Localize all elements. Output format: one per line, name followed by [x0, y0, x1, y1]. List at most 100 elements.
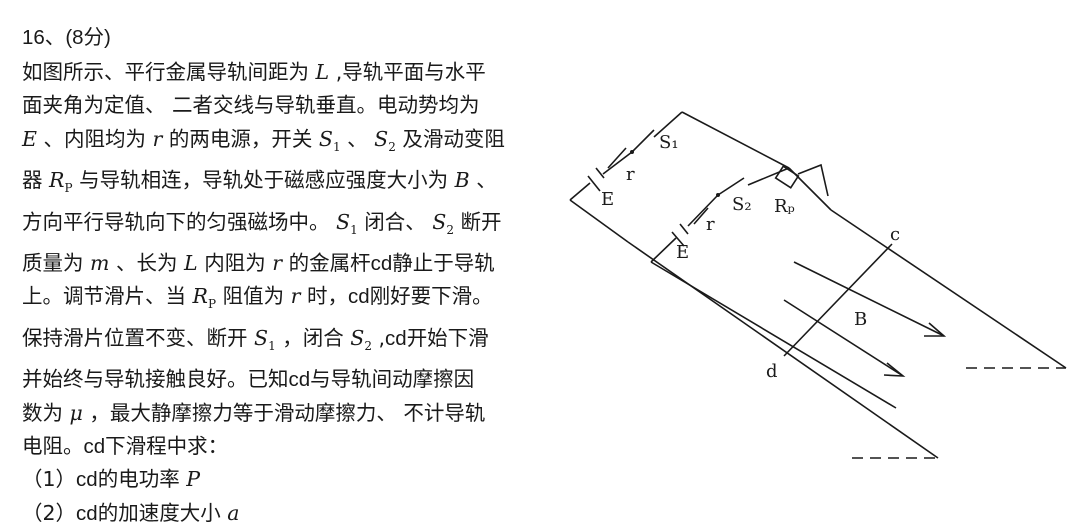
text-run: ，最大静摩擦力等于滑动摩擦力、 不计导轨: [89, 400, 486, 425]
text-line: 电阻。cd下滑程中求：: [22, 430, 552, 463]
symbol-letter: L: [315, 60, 330, 84]
wire-left-upper: [569, 182, 591, 201]
math-symbol: r: [284, 284, 307, 308]
text-run: 静止于导轨: [392, 251, 495, 276]
symbol-letter: r: [290, 284, 301, 309]
current-arrow-1: [607, 147, 627, 169]
symbol-letter: m: [90, 251, 110, 276]
text-run: 并始终与导轨接触良好。已知: [22, 367, 289, 392]
circuit-diagram: S₁ E r S₂ E r Rₚ c d B: [569, 111, 1067, 459]
battery-top: [587, 167, 605, 192]
text-run: 断开: [460, 209, 502, 234]
label-r-bottom: r: [706, 214, 715, 235]
rail-d-inner: [650, 261, 897, 409]
rail-d-bottom: [627, 241, 939, 459]
field-arrow-1: [793, 261, 945, 337]
problem-text: 16、(8分) 如图所示、平行金属导轨间距为 L ,导轨平面与水平面夹角为定值、…: [22, 22, 552, 530]
text-line: 数为 μ ，最大静摩擦力等于滑动摩擦力、 不计导轨: [22, 397, 552, 430]
symbol-letter: r: [272, 251, 283, 276]
sub-question-line: （2）cd的加速度大小 a: [22, 497, 552, 530]
problem-body: 如图所示、平行金属导轨间距为 L ,导轨平面与水平面夹角为定值、 二者交线与导轨…: [22, 56, 552, 463]
text-run: 时，: [306, 284, 348, 309]
symbol-letter: P: [186, 467, 201, 492]
text-run: 的两电源，开关: [168, 126, 313, 151]
text-run: 质量为: [22, 251, 84, 276]
symbol-letter: R: [192, 284, 208, 309]
current-arrow-2: [693, 207, 709, 225]
text-line: E 、内阻均为 r 的两电源，开关 S1 、 S2 及滑动变阻: [22, 123, 552, 164]
wire-s1-to-top: [653, 111, 683, 138]
wire-e-to-s1: [602, 151, 633, 175]
arrowhead-2: [883, 362, 906, 377]
wire-top-outer: [681, 111, 790, 169]
symbol-subscript: 1: [350, 222, 358, 237]
symbol-subscript: 2: [364, 338, 372, 353]
label-d: d: [766, 361, 778, 382]
symbol-letter: S: [350, 325, 365, 350]
symbol-letter: μ: [69, 400, 83, 425]
question-heading: 16、(8分): [22, 22, 552, 53]
symbol-subscript: P: [64, 181, 73, 196]
symbol-subscript: 2: [446, 222, 454, 237]
latin-run: cd: [370, 252, 393, 276]
symbol-letter: L: [184, 251, 198, 276]
wire-inner-left: [650, 237, 677, 263]
latin-run: cd: [76, 468, 98, 492]
switch-s1-blade: [631, 129, 655, 153]
text-run: 开始下滑: [406, 325, 489, 350]
latin-run: cd: [347, 285, 370, 309]
symbol-letter: S: [336, 209, 351, 234]
switch-s2-blade: [717, 177, 745, 196]
text-run: 阻值为: [222, 284, 285, 309]
text-run: 上。调节滑片、当: [22, 284, 186, 309]
symbol-letter: S: [254, 325, 269, 350]
symbol-letter: E: [22, 126, 37, 151]
text-run: ,: [378, 325, 386, 350]
question-points: (8分): [65, 26, 111, 49]
label-rp: Rₚ: [774, 196, 795, 217]
s1-contact: [630, 150, 634, 154]
math-symbol: RP: [186, 284, 223, 311]
s2-contact: [716, 193, 720, 197]
circuit-figure: S₁ E r S₂ E r Rₚ c d B: [556, 100, 1076, 472]
math-symbol: L: [309, 60, 336, 84]
text-run: 如图所示、平行金属导轨间距为: [22, 60, 309, 84]
math-symbol: S2: [426, 210, 461, 237]
symbol-letter: r: [152, 126, 163, 151]
math-symbol: S1: [330, 209, 365, 237]
rheostat-slider-wire: [797, 163, 829, 197]
rod-cd: [783, 243, 893, 357]
math-symbol: m: [84, 251, 117, 275]
text-line: 质量为 m 、长为 L 内阻为 r 的金属杆cd静止于导轨: [22, 247, 552, 280]
math-symbol: S1: [312, 126, 347, 154]
rail-c-top: [830, 209, 1067, 369]
text-line: 如图所示、平行金属导轨间距为 L ,导轨平面与水平: [22, 56, 552, 89]
math-symbol: S2: [368, 127, 403, 154]
symbol-letter: S: [318, 126, 333, 151]
symbol-letter: B: [454, 168, 470, 193]
math-symbol: μ: [63, 401, 89, 425]
text-run: （2）: [22, 500, 77, 525]
text-line: 并始终与导轨接触良好。已知cd与导轨间动摩擦因: [22, 363, 552, 396]
text-run: （1）: [22, 467, 77, 492]
text-line: 方向平行导轨向下的匀强磁场中。 S1 闭合、 S2 断开: [22, 206, 552, 247]
wire-e2-to-s2: [687, 194, 719, 227]
symbol-subscript: 1: [268, 338, 276, 353]
text-run: 保持滑片位置不变、断开: [22, 325, 248, 350]
math-symbol: RP: [43, 168, 80, 196]
wire-left-lower: [569, 199, 629, 243]
label-e-top: E: [601, 189, 614, 210]
text-line: 上。调节滑片、当 RP 阻值为 r 时，cd刚好要下滑。: [22, 280, 552, 321]
rheostat-rp: [774, 165, 800, 189]
text-line: 器 RP 与导轨相连，导轨处于磁感应强度大小为 B 、: [22, 164, 552, 205]
text-run: 面夹角为定值、 二者交线与导轨垂直。电动势均为: [22, 93, 480, 118]
text-run: 器: [22, 168, 43, 193]
symbol-subscript: 2: [388, 139, 396, 154]
label-b: B: [854, 309, 867, 330]
text-run: 的金属杆: [288, 251, 371, 276]
latin-run: cd: [385, 326, 407, 350]
text-run: 内阻为: [204, 251, 266, 276]
text-run: 闭合、: [364, 209, 426, 234]
sub-questions: （1）cd的电功率 P （2）cd的加速度大小 a: [22, 463, 552, 530]
math-symbol: E: [22, 127, 44, 151]
